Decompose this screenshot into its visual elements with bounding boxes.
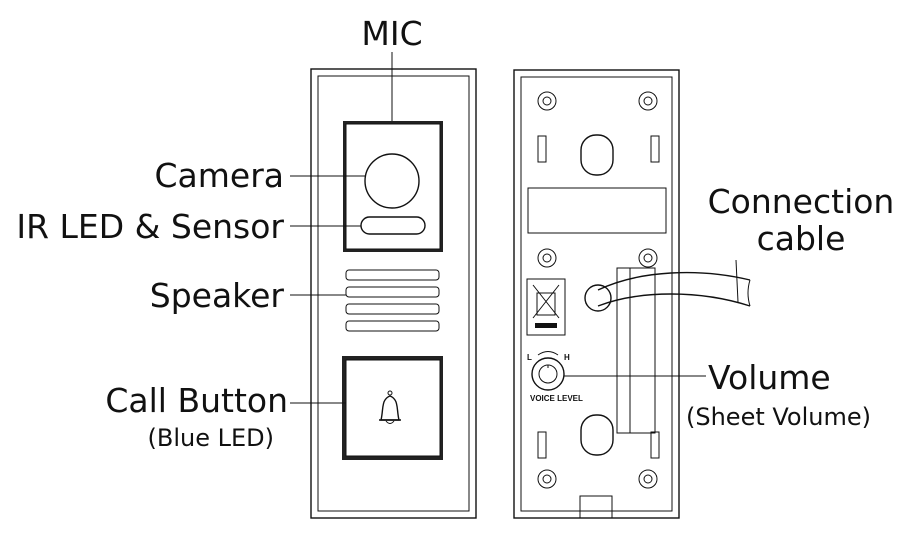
volume-knob: L H VOICE LEVEL (527, 351, 583, 403)
bell-icon (379, 390, 401, 424)
volume-low-mark: L (527, 353, 532, 362)
voice-level-label: VOICE LEVEL (530, 394, 583, 403)
volume-sublabel: (Sheet Volume) (686, 403, 871, 431)
cable-channel (616, 267, 656, 434)
mounting-tabs (537, 135, 660, 459)
camera-label: Camera (154, 156, 284, 195)
speaker-grille (345, 269, 440, 332)
call-button (342, 356, 443, 460)
mic-label: MIC (361, 14, 422, 53)
call-button-label: Call Button (105, 381, 288, 420)
connection-cable (597, 271, 751, 307)
bottom-notch (579, 495, 613, 518)
speaker-label: Speaker (150, 276, 285, 315)
cable-grommet (584, 284, 612, 312)
volume-label: Volume (708, 358, 831, 397)
callout-lines (290, 52, 739, 404)
weee-recycle-icon (526, 278, 566, 336)
front-panel-outer (310, 68, 477, 519)
call-button-sublabel: (Blue LED) (148, 424, 274, 452)
back-panel: L H VOICE LEVEL (513, 69, 751, 519)
connection-leader (735, 259, 739, 303)
ir-led-sensor-label: IR LED & Sensor (16, 207, 284, 246)
connection-cable-label-2: cable (757, 219, 846, 258)
lower-keyhole (580, 414, 614, 456)
front-panel-inner (317, 75, 470, 512)
upper-keyhole (580, 134, 614, 176)
screw-holes (537, 91, 658, 489)
camera-lens (364, 153, 420, 209)
volume-high-mark: H (564, 353, 570, 362)
camera-module (343, 121, 443, 252)
front-panel (310, 68, 477, 519)
back-panel-inner (520, 76, 673, 512)
connection-cable-label: Connection (708, 182, 895, 221)
label-plate (527, 187, 667, 234)
